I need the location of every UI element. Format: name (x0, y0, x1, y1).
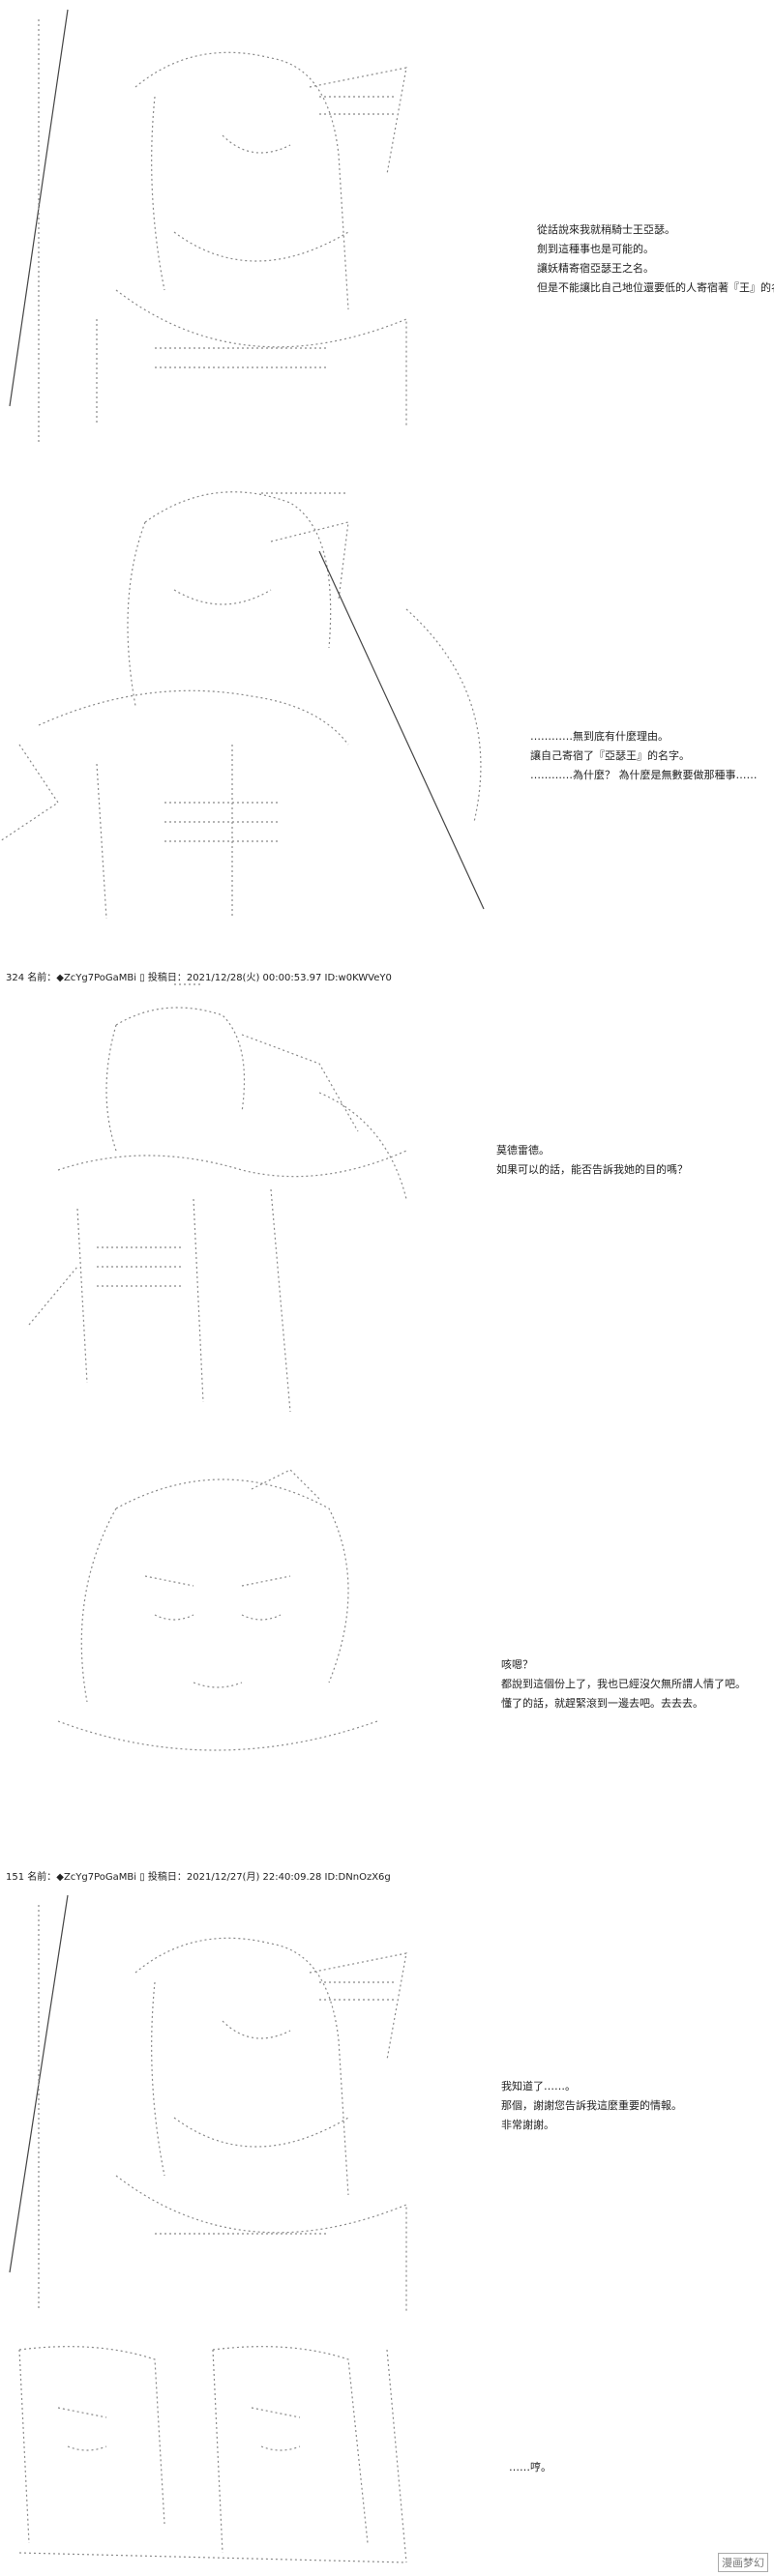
dialog-line: 讓自己寄宿了『亞瑟王』的名字。 (530, 749, 690, 762)
panel-6: ……哼。 漫画梦幻 (0, 2330, 774, 2576)
ascii-art-character-face (57, 1469, 378, 1751)
ascii-art-two-faces (18, 2346, 407, 2563)
dialog-block: 莫德雷德。 如果可以的話，能否告訴我她的目的嗎？ (496, 1141, 688, 1180)
panel-3: 莫德雷德。 如果可以的話，能否告訴我她的目的嗎？ (0, 977, 774, 1431)
dialog-line: 咳嗯？ (501, 1658, 533, 1671)
dialog-line: 但是不能讓比自己地位還要低的人寄宿著『王』的名號。 (537, 281, 774, 294)
dialog-line: 莫德雷德。 (496, 1144, 550, 1156)
panel-1: 從話說來我就稍騎士王亞瑟。 劍到這種事也是可能的。 讓妖精寄宿亞瑟王之名。 但是… (0, 0, 774, 454)
panel-2: …………無到底有什麼理由。 讓自己寄宿了『亞瑟王』的名字。 …………為什麼？ 為… (0, 454, 774, 983)
dialog-line: 我知道了……。 (501, 2080, 576, 2093)
watermark-logo: 漫画梦幻 (718, 2553, 768, 2572)
dialog-block: …………無到底有什麼理由。 讓自己寄宿了『亞瑟王』的名字。 …………為什麼？ 為… (530, 727, 758, 785)
dialog-line: 非常謝謝。 (501, 2119, 554, 2131)
panel-4: 咳嗯？ 都說到這個份上了，我也已經沒欠無所謂人情了吧。 懂了的話，就趕緊滾到一邊… (0, 1431, 774, 1886)
dialog-block: 從話說來我就稍騎士王亞瑟。 劍到這種事也是可能的。 讓妖精寄宿亞瑟王之名。 但是… (537, 220, 774, 298)
ascii-art-figure-with-spear (9, 9, 407, 445)
dialog-line: 如果可以的話，能否告訴我她的目的嗎？ (496, 1163, 688, 1176)
dialog-line: …………無到底有什麼理由。 (530, 730, 669, 743)
dialog-line: …………為什麼？ 為什麼是無數要做那種事…… (530, 769, 758, 781)
post-header: 151 名前：◆ZcYg7PoGaMBi ▯ 投稿日：2021/12/27(月)… (6, 1872, 391, 1883)
dialog-line: 劍到這種事也是可能的。 (537, 243, 654, 255)
dialog-block: ……哼。 (509, 2458, 551, 2477)
dialog-line: 懂了的話，就趕緊滾到一邊去吧。去去去。 (501, 1697, 703, 1710)
dialog-line: 讓妖精寄宿亞瑟王之名。 (537, 262, 654, 275)
dialog-block: 我知道了……。 那個，謝謝您告訴我這麼重要的情報。 非常謝謝。 (501, 2077, 682, 2135)
post-header: 324 名前：◆ZcYg7PoGaMBi ▯ 投稿日：2021/12/28(火)… (6, 973, 392, 983)
ascii-art-figure-with-spear (9, 1894, 407, 2311)
dialog-line: 都說到這個份上了，我也已經沒欠無所謂人情了吧。 (501, 1678, 746, 1690)
dialog-line: ……哼。 (509, 2461, 551, 2474)
dialog-block: 咳嗯？ 都說到這個份上了，我也已經沒欠無所謂人情了吧。 懂了的話，就趕緊滾到一邊… (501, 1655, 746, 1713)
dialog-line: 從話說來我就稍騎士王亞瑟。 (537, 223, 675, 236)
dialog-line: 那個，謝謝您告訴我這麼重要的情報。 (501, 2099, 682, 2112)
ascii-art-figure-with-sword (0, 491, 485, 920)
panel-5: 我知道了……。 那個，謝謝您告訴我這麼重要的情報。 非常謝謝。 (0, 1886, 774, 2330)
ascii-art-figure-embracing (28, 983, 407, 1413)
